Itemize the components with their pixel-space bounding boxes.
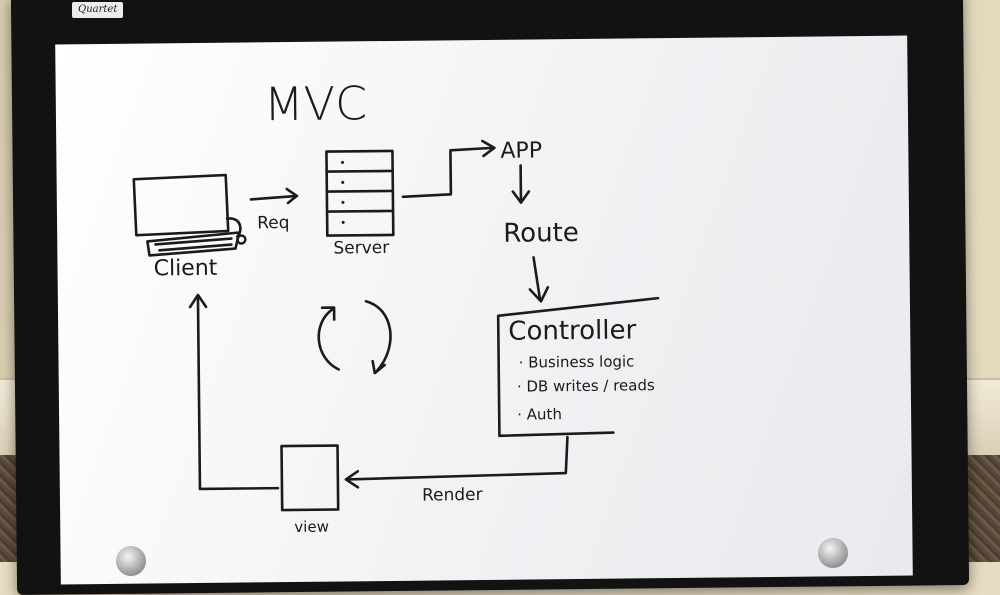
app-label: APP [500, 138, 542, 163]
server-to-app-arrow [402, 141, 495, 197]
diagram-canvas: MVC Client Req Server [0, 0, 1000, 562]
view-label: view [294, 518, 329, 536]
render-label: Render [422, 485, 483, 506]
controller-title: Controller [508, 315, 637, 346]
controller-item-3: · Auth [517, 405, 562, 423]
route-label: Route [503, 218, 579, 249]
server-icon [326, 151, 393, 236]
route-to-controller-arrow [530, 257, 548, 301]
server-label: Server [333, 238, 389, 259]
client-label: Client [154, 256, 218, 282]
app-to-route-arrow [513, 165, 529, 202]
view-to-client-arrow [190, 294, 278, 489]
req-label: Req [257, 213, 290, 233]
page-icon [282, 446, 339, 511]
render-arrow [345, 437, 567, 487]
diagram-title: MVC [264, 76, 368, 131]
controller-item-2: · DB writes / reads [517, 376, 655, 395]
cycle-arrows-icon [318, 301, 391, 374]
controller-item-1: · Business logic [519, 352, 635, 371]
laptop-icon [134, 175, 246, 256]
req-arrow [251, 189, 297, 203]
